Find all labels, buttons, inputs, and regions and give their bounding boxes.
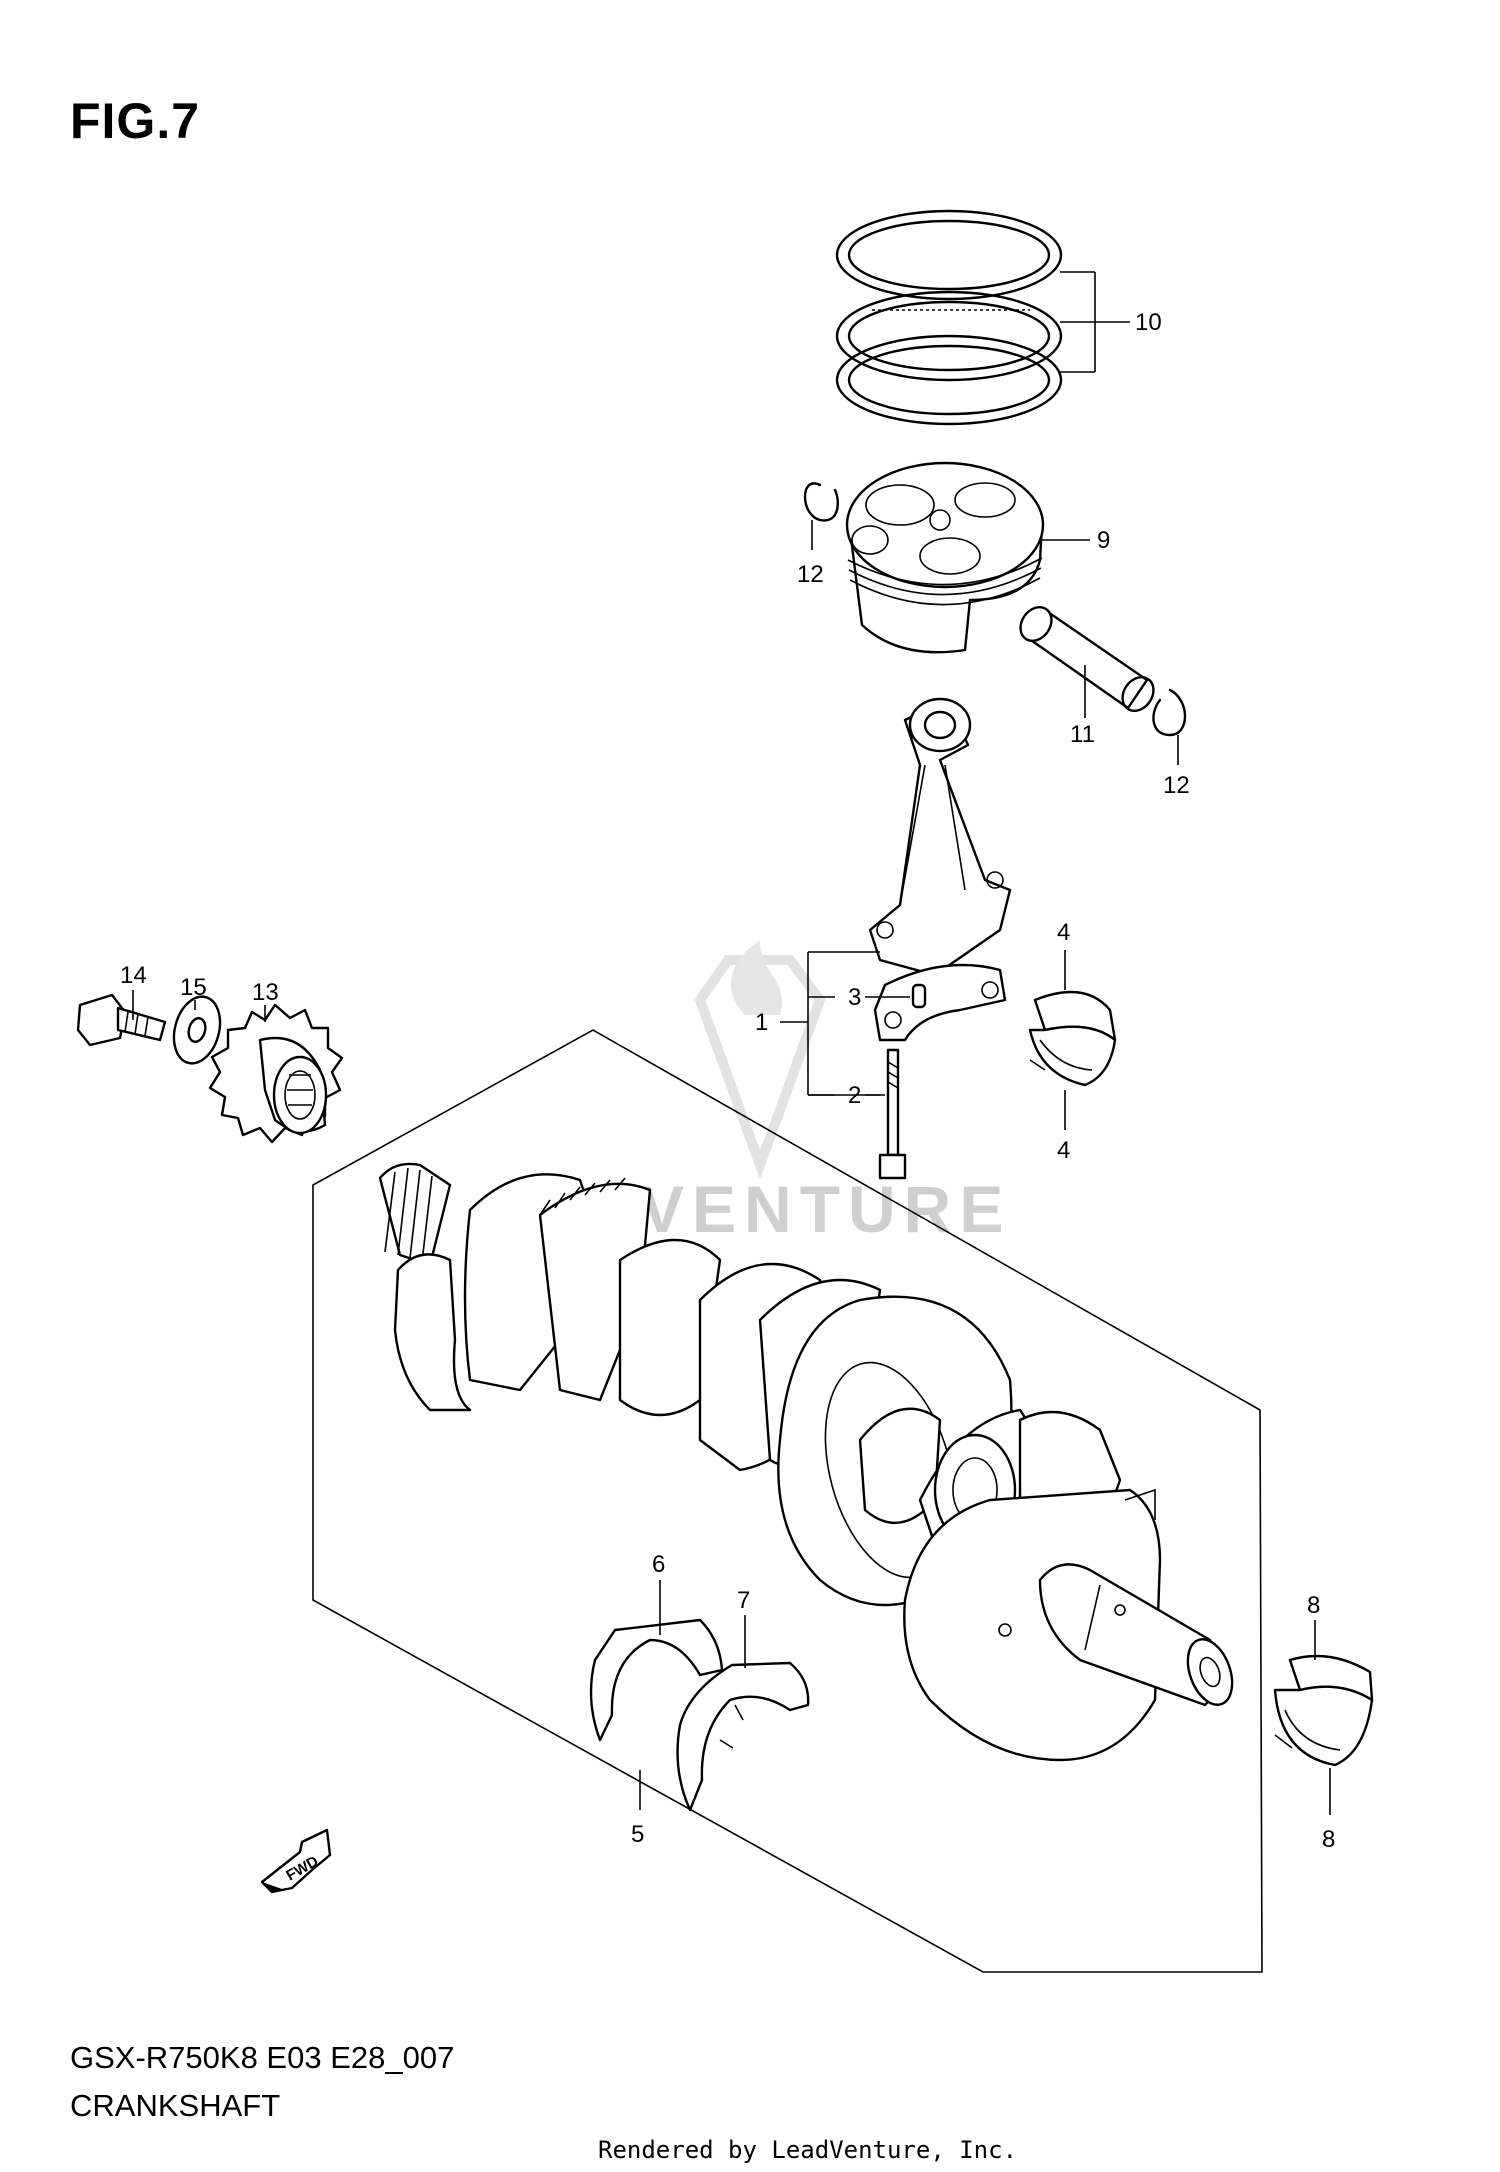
piston [845, 461, 1045, 654]
callout-numbers: 10 9 12 11 12 4 4 3 1 2 14 15 13 6 7 5 8… [120, 309, 1335, 1853]
callout-8-upper: 8 [1307, 1592, 1320, 1619]
leader-lines [132, 271, 1331, 1815]
callout-2: 2 [848, 1082, 861, 1109]
callout-8-lower: 8 [1322, 1826, 1335, 1853]
primary-drive-gear [208, 1003, 344, 1144]
rendered-by-credit: Rendered by LeadVenture, Inc. [598, 2136, 1018, 2164]
washer [172, 995, 222, 1065]
conrod-bearing [1028, 990, 1117, 1087]
leadventure-watermark: VENTURE [640, 940, 1011, 1246]
figure-title: FIG.7 [70, 93, 201, 149]
crankshaft-assembly-box [312, 1029, 1263, 1973]
figure-name: CRANKSHAFT [70, 2088, 281, 2123]
callout-4-lower: 4 [1057, 1137, 1070, 1164]
callout-12-upper: 12 [797, 561, 824, 588]
model-code: GSX-R750K8 E03 E28_007 [70, 2040, 455, 2075]
callout-bracket-1 [780, 951, 910, 1096]
callout-9: 9 [1097, 527, 1110, 554]
circlip-upper [803, 482, 839, 522]
callout-10: 10 [1135, 309, 1162, 336]
thrust-bearings [589, 1618, 810, 1812]
callout-1: 1 [755, 1009, 768, 1036]
callout-5: 5 [631, 1821, 644, 1848]
callout-11: 11 [1070, 721, 1095, 748]
piston-rings [835, 209, 1063, 426]
circlip-lower [1152, 688, 1187, 737]
callout-12-lower: 12 [1163, 772, 1190, 799]
fwd-arrow-icon: FWD [260, 1828, 332, 1894]
callout-4-upper: 4 [1057, 919, 1070, 946]
crank-main-bearing [1273, 1654, 1374, 1767]
gear-bolt [76, 993, 167, 1047]
watermark-text: VENTURE [640, 1172, 1011, 1246]
callout-3: 3 [848, 984, 861, 1011]
piston-pin [1019, 606, 1155, 712]
callout-7: 7 [737, 1587, 750, 1614]
crankshaft [378, 1162, 1234, 1762]
callout-13: 13 [252, 979, 279, 1006]
connecting-rod [868, 697, 1012, 1180]
callout-15: 15 [180, 974, 207, 1001]
callout-6: 6 [652, 1551, 665, 1578]
callout-14: 14 [120, 962, 147, 989]
